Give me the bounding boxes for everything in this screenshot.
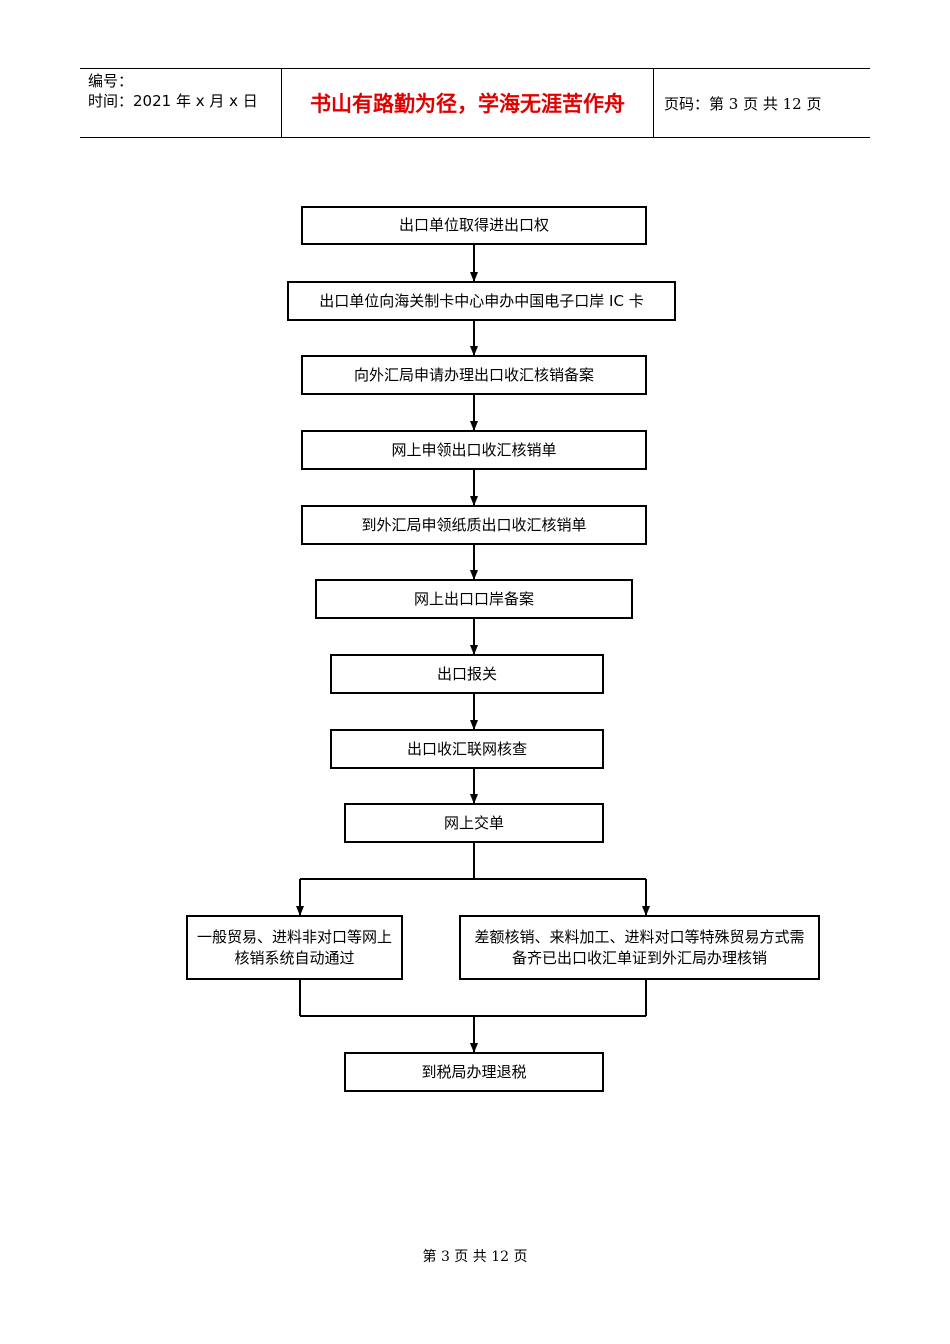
flow-step-1: 出口单位取得进出口权 [301,206,647,245]
header-number: 编号： [88,72,134,90]
page-footer: 第 3 页 共 12 页 [422,1249,528,1265]
flow-step-2: 出口单位向海关制卡中心申办中国电子口岸 IC 卡 [287,281,676,321]
flow-step-7: 出口报关 [330,654,604,694]
flow-step-4: 网上申领出口收汇核销单 [301,430,647,470]
flow-step-5: 到外汇局申领纸质出口收汇核销单 [301,505,647,545]
header-motto: 书山有路勤为径，学海无涯苦作舟 [310,92,625,116]
header-time: 时间：2021 年 x 月 x 日 [88,92,258,110]
header-divider [281,69,282,137]
flow-step-3: 向外汇局申请办理出口收汇核销备案 [301,355,647,395]
flow-step-8: 出口收汇联网核查 [330,729,604,769]
flow-step-final: 到税局办理退税 [344,1052,604,1092]
flow-step-6: 网上出口口岸备案 [315,579,633,619]
flow-step-9: 网上交单 [344,803,604,843]
header-page-info: 页码：第 3 页 共 12 页 [664,95,822,113]
header-divider [653,69,654,137]
header-meta: 编号： 时间：2021 年 x 月 x 日 [88,71,258,111]
flow-branch-right: 差额核销、来料加工、进料对口等特殊贸易方式需备齐已出口收汇单证到外汇局办理核销 [459,915,820,980]
flow-branch-left: 一般贸易、进料非对口等网上核销系统自动通过 [186,915,403,980]
page-header: 编号： 时间：2021 年 x 月 x 日 书山有路勤为径，学海无涯苦作舟 页码… [80,68,870,138]
